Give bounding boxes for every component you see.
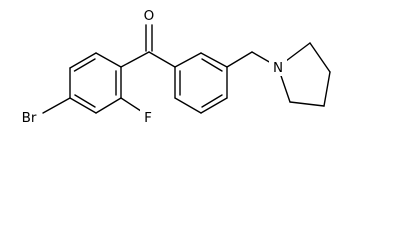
- bond-ring-right-5: [174, 97, 202, 114]
- bond-ring-to-ch2: [226, 51, 253, 68]
- carbonyl-group: [120, 24, 176, 68]
- bond-ring-left-double-2: [74, 94, 96, 108]
- fluorine-label: F: [144, 110, 152, 126]
- bromine-label-background: [16, 108, 42, 126]
- bond-ring-right-2: [200, 52, 228, 68]
- bond-ring-left-4: [69, 97, 97, 114]
- bond-pyrrolidine-4: [289, 101, 325, 107]
- bond-ring-right-4: [200, 97, 228, 114]
- bond-carbonyl-to-ring-right: [148, 51, 176, 68]
- bond-pyrrolidine-3: [323, 71, 331, 107]
- bond-c-br: [42, 97, 71, 114]
- left-benzene-ring: [69, 52, 122, 114]
- fluorine-label-background: [140, 108, 154, 126]
- bond-ring-right-1: [174, 52, 202, 68]
- oxygen-label-background: [141, 6, 157, 24]
- bond-ring-right-double-2: [201, 94, 223, 108]
- bond-ring-left-2: [69, 52, 97, 69]
- right-benzene-ring: [174, 52, 228, 114]
- bond-ring-left-to-carbonyl: [120, 51, 150, 68]
- oxygen-label: O: [144, 8, 155, 24]
- bromine-label: Br: [22, 110, 37, 126]
- bond-ring-left-1: [95, 52, 122, 68]
- bond-ring-left-5: [95, 97, 122, 114]
- bond-ring-left-double-1: [73, 58, 96, 72]
- bond-pyrrolidine-2: [309, 42, 331, 73]
- nitrogen-label-background: [269, 58, 287, 76]
- nitrogen-label: N: [273, 60, 283, 76]
- bond-ring-right-double-1: [201, 58, 223, 72]
- chemical-structure: O Br F N: [16, 6, 331, 126]
